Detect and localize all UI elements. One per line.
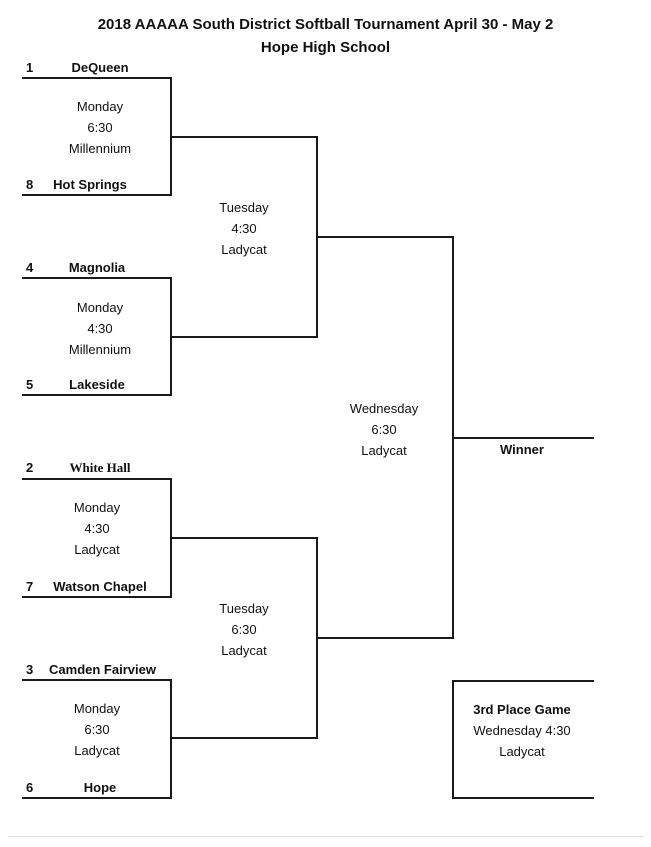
slot-line-6 xyxy=(22,797,172,799)
game-time: 4:30 xyxy=(231,221,257,236)
game-field: Ladycat xyxy=(221,643,267,658)
game-r2g1: Tuesday 4:30 Ladycat xyxy=(184,197,304,260)
game-field: Millennium xyxy=(68,141,132,156)
third-place-when: Wednesday 4:30 xyxy=(473,723,571,738)
third-place-field: Ladycat xyxy=(499,744,545,759)
r1g4-connector xyxy=(170,679,172,799)
slot-line-2 xyxy=(22,478,172,480)
team-white-hall: White Hall xyxy=(69,460,131,475)
game-time: 4:30 xyxy=(87,321,113,336)
game-day: Tuesday xyxy=(219,601,269,616)
game-r1g1: Monday 6:30 Millennium xyxy=(40,96,160,159)
slot-line-4 xyxy=(22,277,172,279)
game-day: Tuesday xyxy=(219,200,269,215)
team-dequeen: DeQueen xyxy=(71,60,129,75)
slot-line-5 xyxy=(22,394,172,396)
seed-3: 3 xyxy=(26,662,34,677)
seed-1: 1 xyxy=(26,60,34,75)
scan-edge xyxy=(8,836,643,837)
final-slot-a xyxy=(316,236,454,238)
game-time: 6:30 xyxy=(87,120,113,135)
game-field: Ladycat xyxy=(221,242,267,257)
seed-7: 7 xyxy=(26,579,34,594)
r2-slot-a xyxy=(170,136,318,138)
final-slot-b xyxy=(316,637,454,639)
third-place-game: 3rd Place Game Wednesday 4:30 Ladycat xyxy=(452,699,592,762)
game-r1g3: Monday 4:30 Ladycat xyxy=(37,497,157,560)
third-place-left xyxy=(452,680,454,799)
game-time: 6:30 xyxy=(231,622,257,637)
team-magnolia: Magnolia xyxy=(68,260,126,275)
game-day: Monday xyxy=(73,500,121,515)
game-field: Ladycat xyxy=(74,542,120,557)
seed-8: 8 xyxy=(26,177,34,192)
game-field: Millennium xyxy=(68,342,132,357)
game-r1g4: Monday 6:30 Ladycat xyxy=(37,698,157,761)
team-camden-fairview: Camden Fairview xyxy=(49,662,156,677)
game-time: 4:30 xyxy=(84,521,110,536)
seed-6: 6 xyxy=(26,780,34,795)
slot-line-3 xyxy=(22,679,172,681)
r2-slot-d xyxy=(170,737,318,739)
venue-subtitle: Hope High School xyxy=(260,39,391,56)
game-r1g2: Monday 4:30 Millennium xyxy=(40,297,160,360)
slot-line-1 xyxy=(22,77,172,79)
game-time: 6:30 xyxy=(371,422,397,437)
slot-line-8 xyxy=(22,194,172,196)
game-field: Ladycat xyxy=(361,443,407,458)
game-day: Wednesday xyxy=(349,401,419,416)
slot-line-7 xyxy=(22,596,172,598)
r2-slot-c xyxy=(170,537,318,539)
team-lakeside: Lakeside xyxy=(69,377,125,392)
team-hot-springs: Hot Springs xyxy=(53,177,127,192)
seed-2: 2 xyxy=(26,460,34,475)
winner-line xyxy=(452,437,594,439)
third-place-bottom xyxy=(452,797,594,799)
game-time: 6:30 xyxy=(84,722,110,737)
team-watson-chapel: Watson Chapel xyxy=(53,579,147,594)
third-place-title: 3rd Place Game xyxy=(473,702,571,717)
seed-4: 4 xyxy=(26,260,34,275)
game-field: Ladycat xyxy=(74,743,120,758)
game-r2g2: Tuesday 6:30 Ladycat xyxy=(184,598,304,661)
winner-label: Winner xyxy=(500,442,544,457)
game-day: Monday xyxy=(73,701,121,716)
seed-5: 5 xyxy=(26,377,34,392)
third-place-top xyxy=(452,680,594,682)
team-hope: Hope xyxy=(83,780,117,795)
r2-slot-b xyxy=(170,336,318,338)
game-day: Monday xyxy=(76,300,124,315)
game-final: Wednesday 6:30 Ladycat xyxy=(324,398,444,461)
game-day: Monday xyxy=(76,99,124,114)
tournament-title: 2018 AAAAA South District Softball Tourn… xyxy=(97,16,554,33)
